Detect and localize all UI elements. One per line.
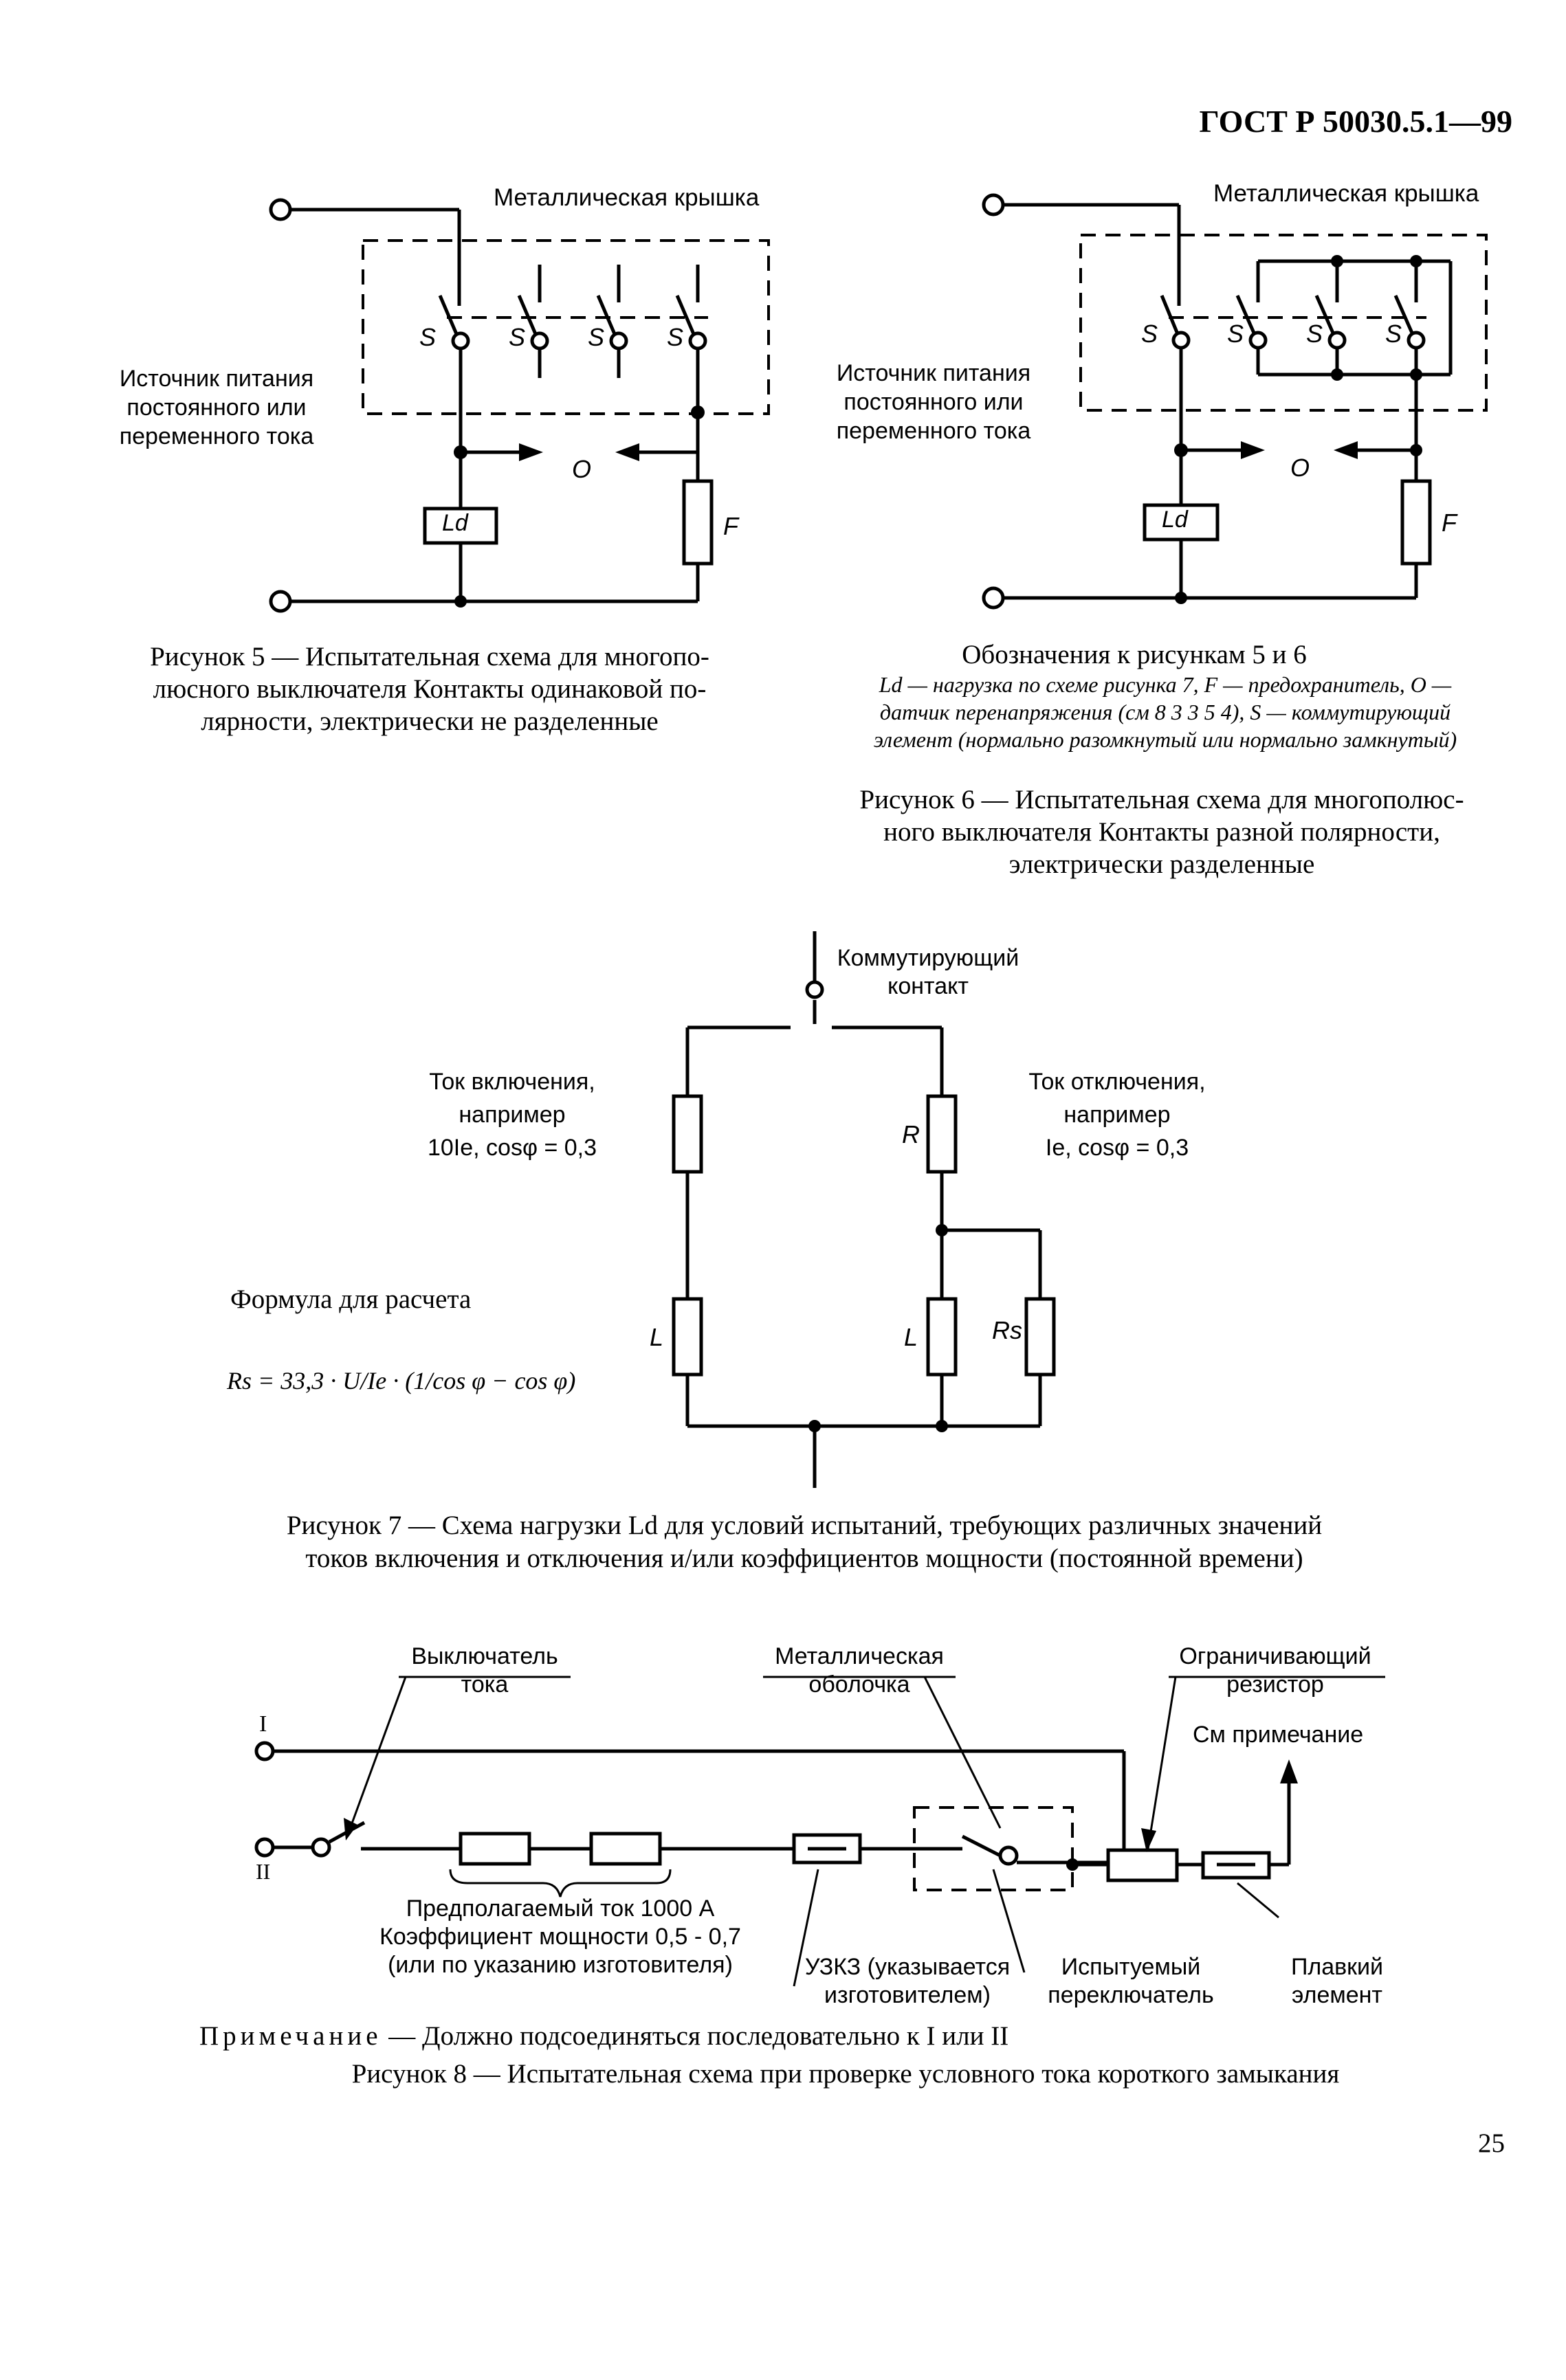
- fig6-o-label: O: [1290, 454, 1310, 482]
- fig6-s4: S: [1385, 320, 1402, 348]
- fig8-terminal-1: I: [259, 1711, 267, 1737]
- fig6-s2: S: [1227, 320, 1244, 348]
- fig6-f-label: F: [1442, 509, 1457, 537]
- fig5-s4: S: [667, 323, 684, 351]
- fig5-ld-label: Ld: [442, 510, 468, 536]
- fig8-note: Примечание — Должно подсоединяться после…: [199, 2021, 1506, 2051]
- fig5-caption: Рисунок 5 — Испытательная схема для мног…: [150, 642, 709, 736]
- fig5-s1: S: [419, 323, 437, 351]
- fig5-s2: S: [509, 323, 526, 351]
- fig6-s1: S: [1141, 320, 1158, 348]
- fig7-caption: Рисунок 7 — Схема нагрузки Ld для услови…: [286, 1511, 1323, 1573]
- fig8-caption: Рисунок 8 — Испытательная схема при пров…: [351, 2059, 1340, 2089]
- fig8-note-ref: См примечание: [1193, 1722, 1364, 1748]
- fig5-o-label: O: [572, 455, 592, 483]
- fig5-f-label: F: [723, 512, 738, 540]
- fig6-caption: Рисунок 6 — Испытательная схема для мног…: [859, 785, 1464, 879]
- fig7-l-right: L: [904, 1323, 918, 1351]
- fig6-legend: Ld — нагрузка по схеме рисунка 7, F — пр…: [873, 672, 1457, 752]
- fig6-legend-title: Обозначения к рисункам 5 и 6: [962, 640, 1307, 669]
- page-number: 25: [1478, 2128, 1505, 2158]
- fig6-cover-label: Металлическая крышка: [1213, 180, 1479, 207]
- fig5-cover-label: Металлическая крышка: [494, 184, 760, 211]
- fig7-l-left: L: [650, 1323, 664, 1351]
- document-code: ГОСТ Р 50030.5.1—99: [1199, 104, 1512, 139]
- note-prefix: Примечание: [199, 2021, 382, 2051]
- fig5-switches: [438, 265, 708, 450]
- fig7-formula-title: Формула для расчета: [230, 1284, 472, 1314]
- note-rest: — Должно подсоединяться последовательно …: [382, 2021, 1009, 2051]
- fig5-s3: S: [588, 323, 605, 351]
- fig6-s3: S: [1306, 320, 1323, 348]
- fig7-r-label: R: [902, 1120, 920, 1148]
- fig7-formula: Rs = 33,3 · U/Ie · (1/cos φ − cos φ): [227, 1367, 576, 1394]
- fig8-terminal-2: II: [256, 1859, 271, 1884]
- fig7-rs-label: Rs: [992, 1316, 1022, 1344]
- fig6-ld-label: Ld: [1162, 507, 1188, 533]
